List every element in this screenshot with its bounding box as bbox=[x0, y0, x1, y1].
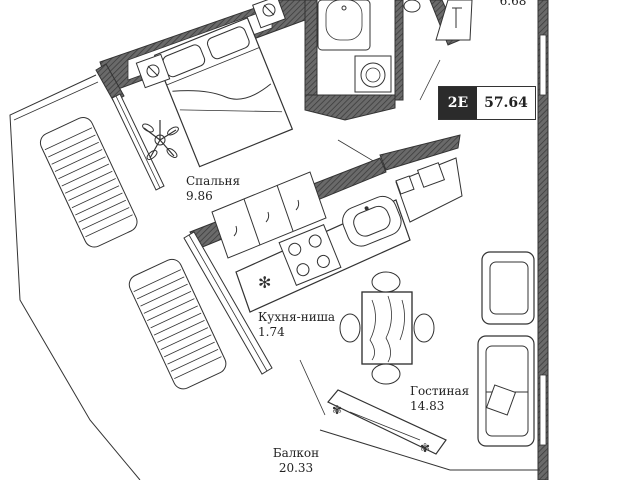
bedroom-window bbox=[95, 63, 165, 191]
room-area: 20.33 bbox=[278, 461, 314, 475]
stove-icon bbox=[278, 224, 342, 286]
dining-table-icon bbox=[339, 271, 435, 385]
room-label-bathroom: 6.68 bbox=[488, 0, 538, 9]
tv-stand: ✾ ✾ bbox=[327, 389, 447, 455]
svg-text:✾: ✾ bbox=[332, 403, 342, 417]
nightstand-left bbox=[135, 53, 171, 89]
room-label-living: Гостиная 14.83 bbox=[410, 384, 480, 414]
wardrobe bbox=[211, 171, 327, 259]
sofa-icon bbox=[477, 251, 535, 447]
bed-icon bbox=[153, 17, 294, 168]
apartment-total-area: 57.64 bbox=[484, 95, 528, 111]
apartment-type: 2E bbox=[439, 87, 477, 119]
room-name: Спальня bbox=[186, 174, 241, 188]
exterior-wall-right bbox=[537, 0, 549, 480]
svg-text:✻: ✻ bbox=[258, 273, 271, 292]
bathroom-sink-icon bbox=[403, 0, 473, 41]
svg-text:✾: ✾ bbox=[420, 441, 430, 455]
room-name: Балкон bbox=[272, 446, 320, 460]
room-area: 9.86 bbox=[186, 189, 213, 203]
room-area: 1.74 bbox=[258, 325, 285, 339]
room-name: Кухня-ниша bbox=[258, 310, 336, 324]
balcony-outline bbox=[9, 74, 141, 480]
bathroom-door bbox=[419, 59, 441, 101]
room-area: 6.68 bbox=[499, 0, 527, 8]
lounger-icon bbox=[128, 258, 227, 390]
nightstand-right bbox=[252, 0, 286, 29]
washing-machine-icon bbox=[354, 55, 392, 93]
room-label-bedroom: Спальня 9.86 bbox=[186, 174, 256, 204]
room-label-kitchen: Кухня-ниша 1.74 bbox=[258, 310, 348, 340]
sink-icon bbox=[342, 195, 402, 247]
plant-icon bbox=[142, 120, 179, 160]
lounger-icon bbox=[39, 117, 138, 248]
room-area: 14.83 bbox=[410, 399, 445, 413]
fridge-icon: ✻ bbox=[258, 273, 271, 292]
bathtub-icon bbox=[317, 0, 371, 51]
apartment-badge: 2E 57.64 bbox=[438, 86, 536, 120]
room-label-balcony: Балкон 20.33 bbox=[266, 446, 326, 476]
balcony-window bbox=[183, 231, 273, 375]
room-name: Гостиная bbox=[410, 384, 470, 398]
bottom-wall bbox=[319, 429, 540, 471]
living-door bbox=[299, 359, 326, 416]
